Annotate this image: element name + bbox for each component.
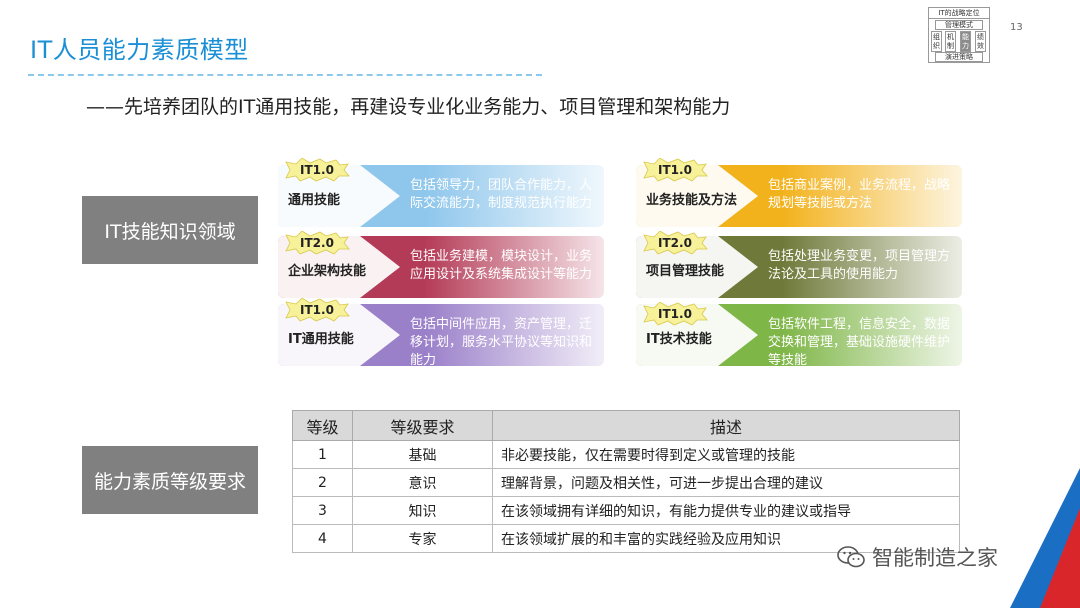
chevron-arrow-shape [278,165,400,227]
badge-label: IT1.0 [658,307,692,321]
table-row: 1 基础 非必要技能，仅在需要时得到定义或管理的技能 [292,440,960,469]
description-cell: 理解背景，问题及相关性，可进一步提出合理的建议 [492,468,960,497]
skill-description: 包括中间件应用，资产管理，迁移计划，服务水平协议等知识和能力 [410,317,593,366]
level-badge: IT1.0 [642,301,708,326]
level-badge: IT2.0 [642,230,708,255]
level-badge: IT1.0 [284,297,350,322]
slide-subtitle: ——先培养团队的IT通用技能，再建设专业化业务能力、项目管理和架构能力 [86,96,731,118]
requirement-cell: 专家 [352,524,493,553]
badge-burst-shape [285,230,350,255]
badge-label: IT2.0 [300,236,334,250]
level-cell: 2 [292,468,353,497]
description-cell: 在该领域扩展的和丰富的实践经验及应用知识 [492,524,960,553]
strategy-mini-diagram: IT的战略定位 管理模式 组织 机制 能力 绩效 演进策略 [928,7,990,63]
badge-label: IT1.0 [300,163,334,177]
slide-title: IT人员能力素质模型 [30,36,249,64]
chevron-arrow-shape [636,236,758,298]
mini-cell: 绩效 [975,31,986,52]
mini-cell-highlight: 能力 [960,31,971,52]
skill-name: 项目管理技能 [646,264,725,279]
skill-card: 项目管理技能 包括处理业务变更，项目管理方法论及工具的使用能力 [636,236,962,298]
level-badge: IT1.0 [642,157,708,182]
mini-cell: 机制 [945,31,956,52]
level-cell: 4 [292,524,353,553]
badge-burst-shape [643,230,708,255]
chevron-arrow-shape [278,304,400,366]
skill-card: 业务技能及方法 包括商业案例，业务流程，战略规划等技能或方法 [636,165,962,227]
description-cell: 非必要技能，仅在需要时得到定义或管理的技能 [492,440,960,469]
badge-burst-shape [643,301,708,326]
skill-card: 通用技能 包括领导力，团队合作能力，人际交流能力，制度规范执行能力 [278,165,604,227]
section-label-levels: 能力素质等级要求 [82,446,258,514]
wechat-icon [837,546,865,568]
badge-label: IT1.0 [658,163,692,177]
skill-description: 包括领导力，团队合作能力，人际交流能力，制度规范执行能力 [410,178,593,211]
skill-name: 通用技能 [288,193,341,208]
skill-name: IT技术技能 [646,332,712,347]
badge-burst-shape [285,297,350,322]
mini-top-label: IT的战略定位 [929,8,989,19]
badge-label: IT2.0 [658,236,692,250]
col-header-level: 等级 [292,410,353,441]
badge-label: IT1.0 [300,303,334,317]
skill-card: IT通用技能 包括中间件应用，资产管理，迁移计划，服务水平协议等知识和能力 [278,304,604,366]
skill-name: IT通用技能 [288,332,354,347]
mini-second-label: 管理模式 [935,20,983,30]
skill-name: 业务技能及方法 [646,193,738,208]
badge-burst-shape [643,157,708,182]
col-header-description: 描述 [492,410,960,441]
table-row: 4 专家 在该领域扩展的和丰富的实践经验及应用知识 [292,524,960,553]
skill-description: 包括商业案例，业务流程，战略规划等技能或方法 [768,178,951,211]
requirement-cell: 知识 [352,496,493,525]
mini-cell: 组织 [931,31,942,52]
skill-description: 包括处理业务变更，项目管理方法论及工具的使用能力 [768,249,951,282]
watermark: 智能制造之家 [836,542,998,572]
skill-description: 包括软件工程，信息安全，数据交换和管理，基础设施硬件维护等技能 [768,317,951,366]
section-label-skills: IT技能知识领域 [82,196,258,264]
level-cell: 3 [292,496,353,525]
level-table: 等级 等级要求 描述 1 基础 非必要技能，仅在需要时得到定义或管理的技能 2 … [292,410,960,553]
level-badge: IT2.0 [284,230,350,255]
col-header-requirement: 等级要求 [352,410,493,441]
requirement-cell: 意识 [352,468,493,497]
skill-description: 包括业务建模，模块设计，业务应用设计及系统集成设计等能力 [410,249,593,282]
table-row: 3 知识 在该领域拥有详细的知识，有能力提供专业的建议或指导 [292,496,960,525]
badge-burst-shape [285,157,350,182]
requirement-cell: 基础 [352,440,493,469]
page-number: 13 [1010,22,1023,33]
level-badge: IT1.0 [284,157,350,182]
table-header-row: 等级 等级要求 描述 [292,410,960,441]
corner-decoration [1010,468,1080,608]
title-underline [28,74,542,76]
chevron-arrow-shape [278,236,400,298]
skill-name: 企业架构技能 [288,264,367,279]
skill-card: 企业架构技能 包括业务建模，模块设计，业务应用设计及系统集成设计等能力 [278,236,604,298]
mini-bottom-label: 演进策略 [935,52,983,62]
table-row: 2 意识 理解背景，问题及相关性，可进一步提出合理的建议 [292,468,960,497]
chevron-arrow-shape [636,165,758,227]
description-cell: 在该领域拥有详细的知识，有能力提供专业的建议或指导 [492,496,960,525]
level-cell: 1 [292,440,353,469]
watermark-text: 智能制造之家 [872,546,998,570]
